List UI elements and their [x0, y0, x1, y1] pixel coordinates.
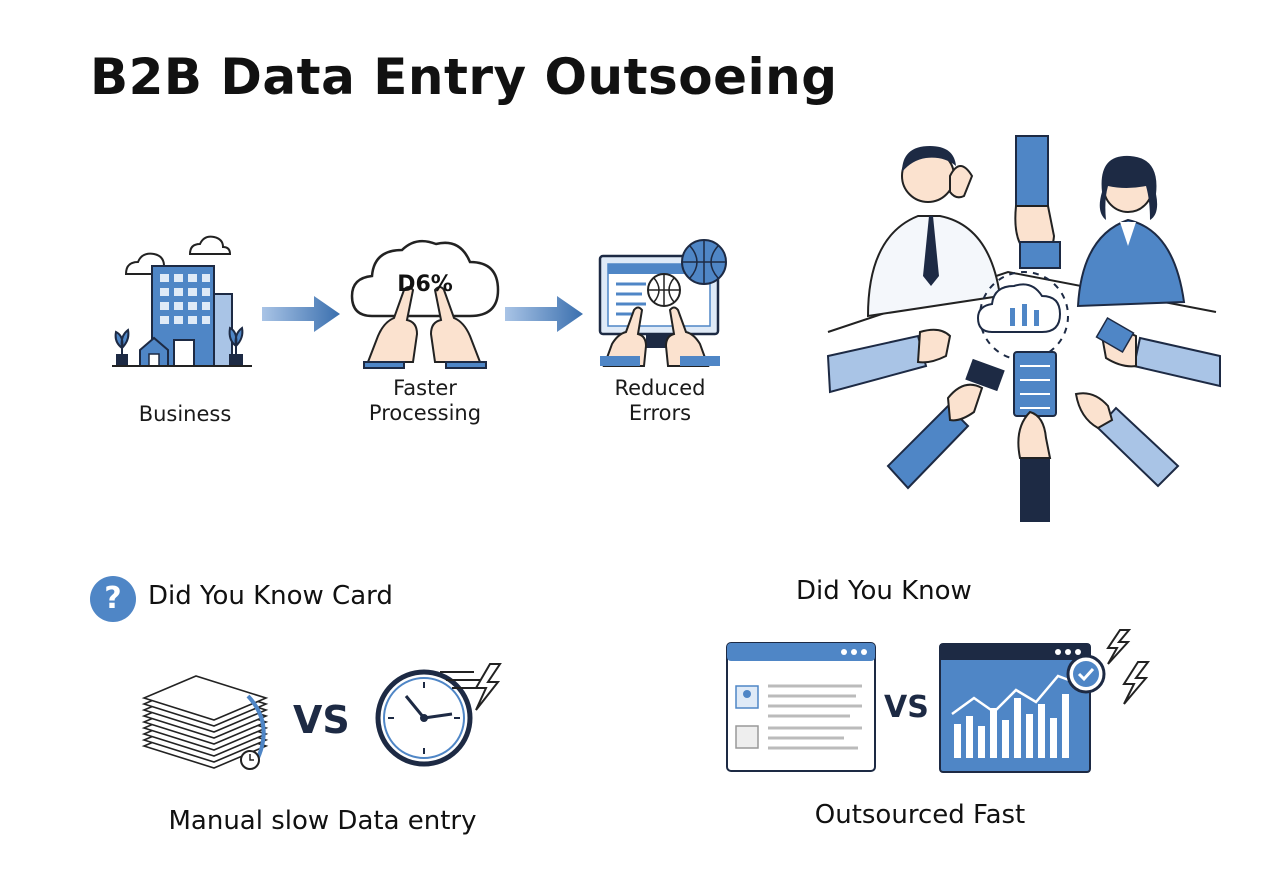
business-label: Business	[138, 402, 232, 426]
arrow-right-icon	[262, 296, 340, 332]
faster-processing-label: Faster Processing	[345, 376, 505, 426]
question-badge-icon: ?	[90, 576, 136, 622]
outsourced-caption: Outsourced Fast	[814, 800, 1026, 830]
business-building-icon	[112, 235, 252, 367]
monitor-globe-icon	[598, 239, 727, 367]
document-window-icon	[726, 642, 876, 772]
page-title: B2B Data Entry Outsoeing	[90, 48, 838, 106]
reduced-errors-line2: Errors	[628, 401, 692, 425]
manual-caption: Manual slow Data entry	[168, 806, 477, 836]
vs-label-left: VS	[293, 698, 350, 742]
stopwatch-icon	[375, 663, 502, 767]
reduced-errors-line1: Reduced	[614, 376, 706, 400]
vs-label-right: VS	[884, 690, 929, 725]
did-you-know-card-heading: Did You Know Card	[148, 581, 393, 611]
cloud-hands-icon	[350, 239, 500, 369]
arrow-right-icon	[505, 296, 583, 332]
did-you-know-heading: Did You Know	[796, 576, 972, 606]
analytics-dashboard-icon	[939, 629, 1150, 773]
paper-stack-icon	[141, 675, 269, 770]
faster-processing-line1: Faster	[393, 376, 457, 400]
cloud-percentage-text: D6%	[397, 272, 453, 297]
reduced-errors-label: Reduced Errors	[585, 376, 735, 426]
team-collaboration-illustration	[826, 135, 1221, 522]
faster-processing-line2: Processing	[368, 401, 482, 425]
